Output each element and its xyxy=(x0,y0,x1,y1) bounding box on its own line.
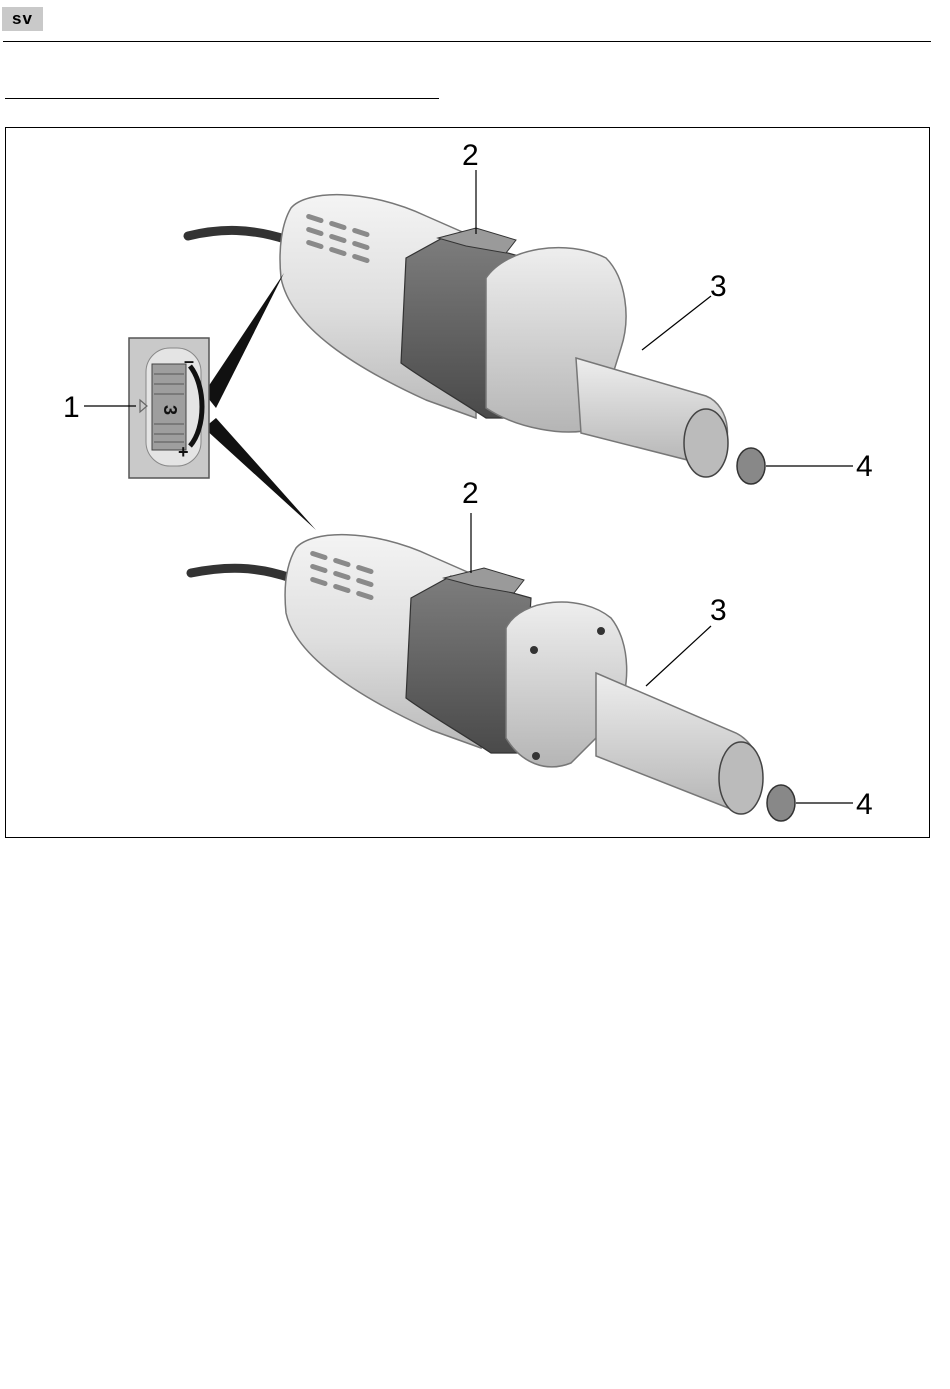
callout-speed-dial: 1 xyxy=(63,391,80,424)
callout-collet-top: 3 xyxy=(710,270,727,303)
callout-switch-top: 2 xyxy=(462,139,479,172)
header-rule xyxy=(3,41,931,42)
tool-illustration: 2 3 4 3 – + 1 xyxy=(6,128,929,837)
collet-nut xyxy=(719,742,763,814)
speed-dial-inset: 3 – + 1 xyxy=(63,273,316,530)
section-rule xyxy=(5,98,439,99)
spindle-collet xyxy=(737,448,765,484)
power-cable xyxy=(188,230,288,240)
callout-collet-bottom: 3 xyxy=(710,594,727,627)
power-cable xyxy=(191,568,291,578)
callout-switch-bottom: 2 xyxy=(462,477,479,510)
inset-pointer-upper xyxy=(204,273,284,408)
dial-minus: – xyxy=(184,351,194,371)
dial-plus: + xyxy=(178,442,189,462)
figure-frame: 2 3 4 3 – + 1 xyxy=(5,127,930,838)
spindle-collet xyxy=(767,785,795,821)
grinder-top: 2 3 4 xyxy=(188,139,873,484)
dial-setting: 3 xyxy=(160,405,180,415)
grinder-bottom: 2 3 4 xyxy=(191,477,873,821)
collet-nut xyxy=(684,409,728,477)
callout-spindle-top: 4 xyxy=(856,450,873,483)
callout-spindle-bottom: 4 xyxy=(856,788,873,821)
inset-pointer-lower xyxy=(204,418,316,530)
language-badge: sv xyxy=(2,7,43,31)
